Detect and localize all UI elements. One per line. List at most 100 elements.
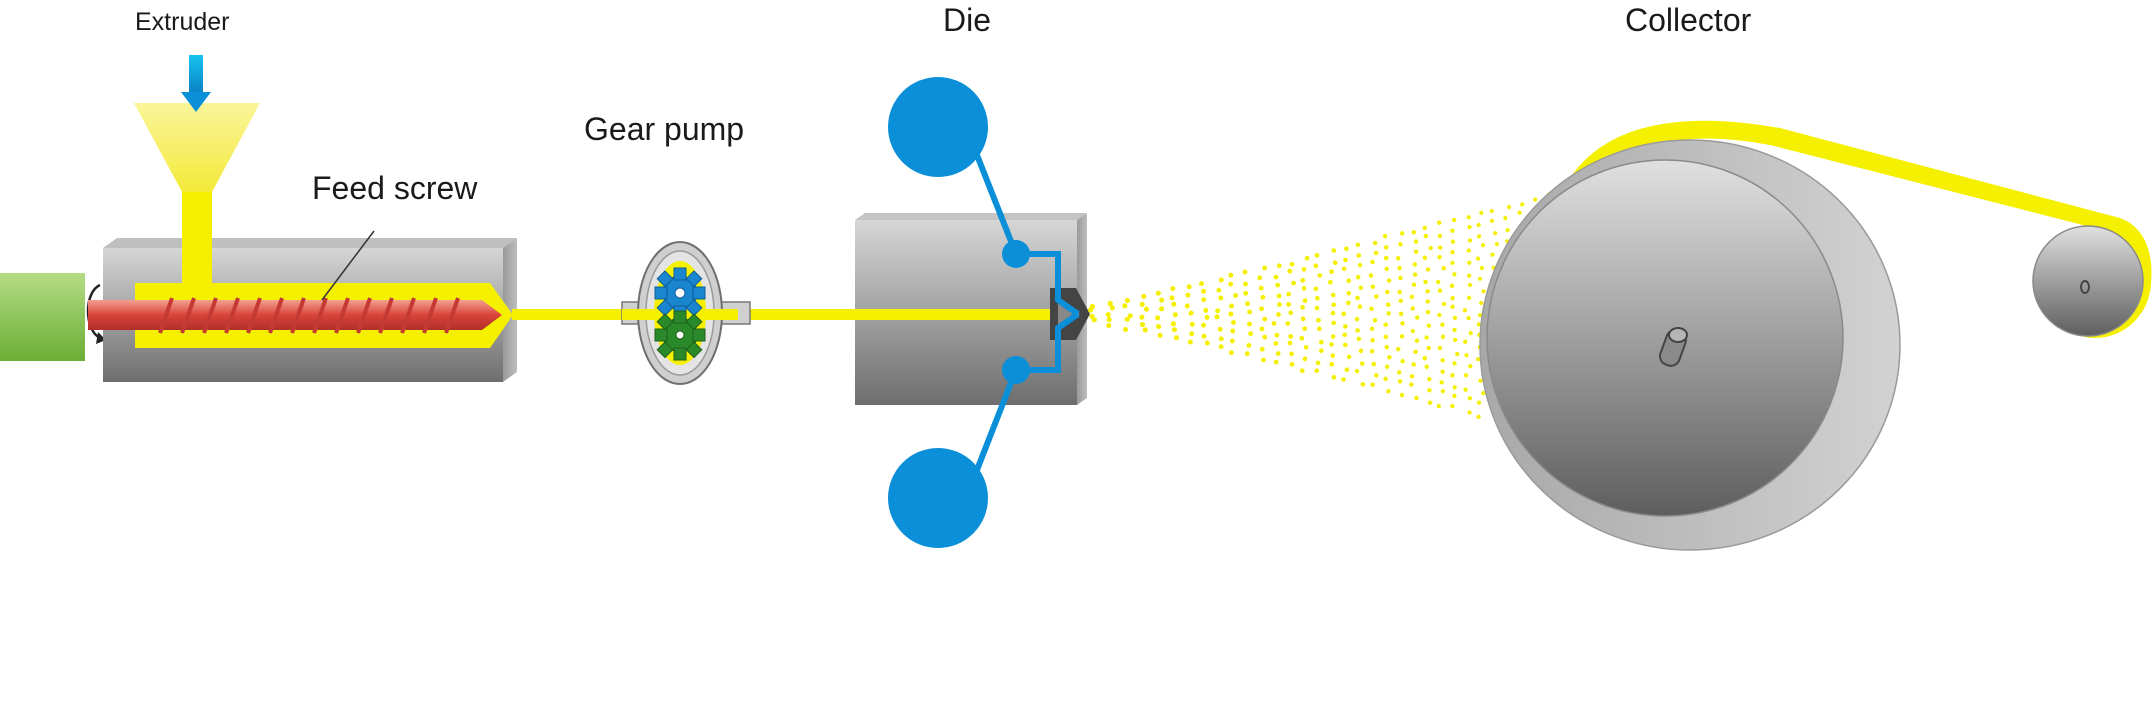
fiber-dot [1467, 282, 1473, 288]
gear-blue [654, 267, 706, 319]
air-supply-top [888, 77, 988, 177]
fiber-dot [1409, 374, 1415, 379]
fiber-dot [1276, 293, 1282, 299]
fiber-dot [1383, 376, 1388, 382]
fiber-dot [1171, 301, 1177, 307]
fiber-dot [1357, 262, 1363, 268]
fiber-dot [1383, 245, 1389, 250]
fiber-dot [1422, 225, 1427, 230]
fiber-dot [1386, 278, 1392, 283]
fiber-dot [1476, 414, 1481, 419]
fiber-dot [1287, 268, 1293, 274]
fiber-dot [1383, 334, 1389, 340]
fiber-dot [1170, 286, 1176, 292]
fiber-dot [1437, 255, 1442, 260]
fiber-dot [1285, 321, 1291, 326]
fiber-dot [1286, 291, 1291, 297]
fiber-dot [1478, 378, 1483, 383]
fiber-dot [1105, 312, 1111, 318]
fiber-dot [1463, 373, 1469, 378]
fiber-dot [1494, 242, 1499, 247]
fiber-dot [1243, 290, 1249, 296]
fiber-dot [1400, 321, 1405, 326]
extruder [0, 55, 517, 382]
fiber-dot [1109, 305, 1115, 311]
fiber-dot [1233, 292, 1239, 298]
fiber-dot [1440, 334, 1446, 339]
fiber-dot [1372, 240, 1378, 246]
fiber-dot [1156, 324, 1162, 330]
fiber-dot [1170, 321, 1176, 327]
fiber-dot [1452, 217, 1457, 223]
fiber-dot [1169, 295, 1175, 301]
fiber-dot [1409, 294, 1415, 300]
fiber-dot [1289, 261, 1295, 267]
fiber-dot [1143, 306, 1150, 312]
fiber-dot [1139, 322, 1146, 328]
fiber-dot [1373, 250, 1379, 256]
fiber-dot [1425, 299, 1430, 304]
fiber-dot [1395, 256, 1401, 261]
fiber-dot [1314, 295, 1320, 301]
fiber-dot [1141, 293, 1147, 299]
fiber-dot [1273, 341, 1279, 346]
fiber-dot [1087, 307, 1094, 313]
fiber-dot [1331, 302, 1337, 308]
fiber-dot [1259, 326, 1265, 332]
fiber-dot [1452, 315, 1458, 321]
fiber-dot [1467, 410, 1472, 415]
fiber-dot [1479, 300, 1484, 306]
fiber-dot [1172, 312, 1178, 318]
fiber-dot [1122, 303, 1128, 309]
fiber-dot [1358, 348, 1364, 354]
fiber-dot [1186, 284, 1192, 290]
fiber-dot [1289, 361, 1295, 367]
feed-hopper [134, 103, 260, 192]
feed-throat [182, 190, 212, 286]
fiber-dot [1330, 310, 1336, 316]
fiber-dot [1387, 355, 1392, 360]
fiber-dot [1199, 281, 1204, 287]
fiber-dot [1437, 233, 1443, 238]
fiber-dot [1489, 208, 1494, 214]
fiber-dot [1318, 348, 1324, 354]
fiber-dot [1463, 339, 1468, 344]
fiber-dot [1455, 351, 1460, 357]
fiber-dot [1155, 315, 1161, 321]
fiber-dot [1450, 373, 1455, 378]
fiber-dot [1476, 222, 1481, 228]
fiber-dot [1356, 253, 1362, 258]
fiber-dot [1301, 267, 1307, 272]
fiber-dot [1467, 396, 1473, 401]
fiber-dot [1346, 290, 1352, 296]
fiber-dot [1438, 245, 1443, 250]
fiber-dot [1371, 361, 1377, 367]
fiber-dot [1299, 368, 1305, 374]
feed-screw-label: Feed screw [312, 170, 478, 206]
fiber-dot [1289, 351, 1294, 357]
fiber-dot [1139, 301, 1145, 307]
fiber-dot [1437, 288, 1443, 293]
fiber-dot [1354, 316, 1360, 322]
fiber-dot [1201, 322, 1206, 328]
fiber-dot [1343, 324, 1348, 329]
collector-label: Collector [1625, 2, 1752, 38]
fiber-dot [1218, 277, 1224, 283]
fiber-dot [1425, 309, 1431, 315]
fiber-dot [1274, 332, 1280, 338]
fiber-dot [1328, 279, 1333, 285]
fiber-dot [1218, 295, 1224, 301]
fiber-dot [1173, 335, 1180, 341]
fiber-dot [1425, 289, 1430, 294]
fiber-dot [1452, 337, 1458, 343]
die [855, 77, 1090, 548]
fiber-dot [1467, 260, 1472, 265]
fiber-dot [1464, 353, 1469, 358]
fiber-dot [1423, 233, 1428, 239]
fiber-dot [1476, 234, 1482, 239]
fiber-dot [1425, 267, 1431, 272]
fiber-dot [1189, 331, 1195, 337]
fiber-dot [1452, 385, 1457, 390]
fiber-dot [1330, 334, 1336, 339]
fiber-dot [1466, 295, 1472, 300]
